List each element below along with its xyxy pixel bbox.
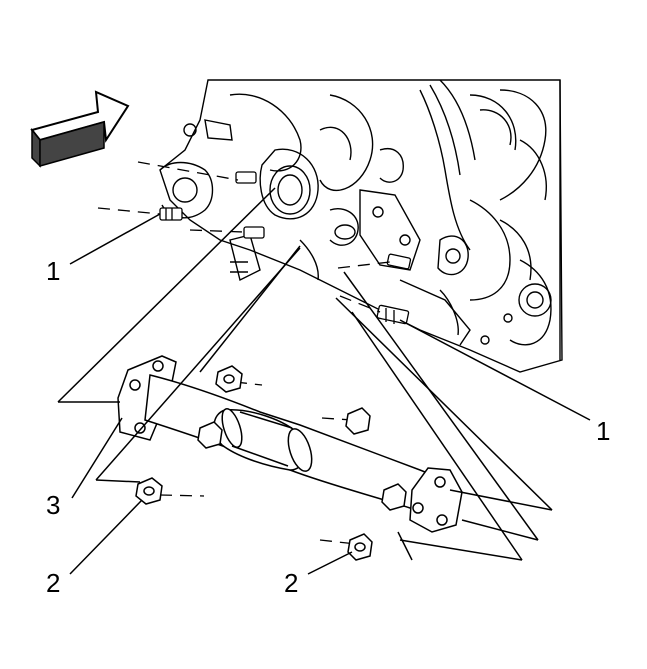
callout-nut-right: 2 bbox=[284, 568, 299, 598]
callout-nut-left: 2 bbox=[46, 568, 61, 598]
oxygen-sensor-downstream-icon bbox=[376, 253, 412, 325]
leader-lines bbox=[57, 187, 591, 575]
front-arrow-icon bbox=[30, 90, 130, 168]
nut-icon bbox=[135, 365, 407, 561]
callout-exhaust-pipe: 3 bbox=[46, 490, 61, 520]
catalytic-converter-pipe-icon bbox=[117, 355, 463, 533]
callout-oxygen-sensor-downstream: 1 bbox=[596, 416, 611, 446]
callout-oxygen-sensor-upstream: 1 bbox=[46, 256, 61, 286]
engine-block-icon bbox=[159, 79, 563, 373]
